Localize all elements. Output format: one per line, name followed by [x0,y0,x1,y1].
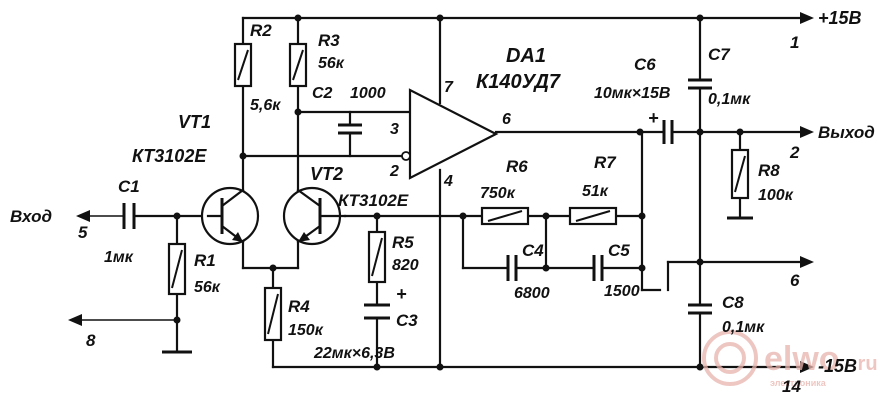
label-pin6-out: 6 [790,271,800,290]
label-pin8-out: 8 [86,331,96,350]
capacitor-c4 [506,255,518,281]
label-c6: C6 [634,55,656,74]
label-c8: C8 [722,293,744,312]
label-c7-value: 0,1мк [708,91,751,108]
label-r7-value: 51к [582,183,609,200]
label-pin2: 2 [389,163,399,180]
label-r4-value: 150к [288,322,324,339]
label-c5: C5 [608,241,630,260]
opamp-da1 [401,88,499,180]
capacitor-c3 [364,303,390,320]
label-r3: R3 [318,31,340,50]
label-c6-plus: + [648,108,659,128]
label-c3-plus: + [396,284,407,304]
resistor-r5 [367,230,387,284]
ground-symbols [162,216,753,354]
transistor-vt2 [282,186,347,246]
label-vt1-type: КТ3102Е [132,146,207,166]
resistor-r2 [233,42,253,88]
label-c6-value: 10мк×15В [594,85,670,102]
label-supply-negative-pin: 14 [782,377,801,396]
label-vt2: VT2 [310,164,343,184]
watermark-suffix: .ru [852,353,878,375]
label-r5: R5 [392,233,414,252]
label-c2: C2 [312,85,333,102]
label-pin7: 7 [444,79,454,96]
capacitor-c6 [662,120,674,144]
watermark-brand: elwo [764,340,840,378]
label-r1-value: 56к [194,279,221,296]
label-r8: R8 [758,161,780,180]
watermark-logo: elwo .ru электроника [702,330,878,388]
label-c1-value: 1мк [104,249,134,266]
label-r7: R7 [594,153,617,172]
label-c3-value: 22мк×6,3В [313,345,395,362]
capacitor-c2 [338,123,362,135]
label-input-pin: 5 [78,223,88,242]
label-c4-value: 6800 [514,285,550,302]
label-r2-value: 5,6к [250,97,281,114]
label-r4: R4 [288,297,310,316]
label-vt2-type: КТ3102Е [338,191,409,210]
component-labels: R2 5,6к R3 56к C2 1000 VT1 КТ3102Е VT2 К… [10,8,875,396]
label-output: Выход [818,123,875,142]
label-r6-value: 750к [480,185,516,202]
label-c3: C3 [396,311,418,330]
resistor-r1 [167,242,187,296]
label-c7: C7 [708,45,731,64]
watermark-tagline: электроника [770,378,827,388]
label-output-pin: 2 [789,143,800,162]
capacitor-c7 [688,78,712,90]
label-c2-value: 1000 [350,85,386,102]
label-supply-positive-pin: 1 [790,33,799,52]
capacitor-c1 [122,203,136,229]
resistor-r6 [480,206,530,226]
label-da1: DA1 [506,45,546,67]
wires [82,16,802,369]
label-pin3: 3 [390,121,399,138]
label-pin6: 6 [502,111,511,128]
label-r5-value: 820 [392,257,419,274]
capacitor-c5 [592,255,604,281]
arrow-heads [68,12,814,373]
label-c1: C1 [118,177,140,196]
label-pin4: 4 [443,173,453,190]
label-r8-value: 100к [758,187,794,204]
label-r6: R6 [506,157,528,176]
label-c8-value: 0,1мк [722,319,765,336]
label-vt1: VT1 [178,112,211,132]
label-r1: R1 [194,251,216,270]
label-input: Вход [10,207,52,226]
label-r3-value: 56к [318,55,345,72]
resistor-r3 [288,42,308,88]
transistor-vt1 [200,186,260,246]
label-r2: R2 [250,21,272,40]
resistor-r7 [568,206,618,226]
label-c5-value: 1500 [604,283,640,300]
capacitor-c8 [688,303,712,315]
label-c4: C4 [522,241,544,260]
resistor-r4 [263,286,283,342]
resistor-r8 [730,148,750,200]
label-supply-negative: -15В [818,356,857,376]
label-supply-positive: +15В [818,8,862,28]
junctions [173,14,744,371]
label-da1-type: К140УД7 [476,71,561,93]
